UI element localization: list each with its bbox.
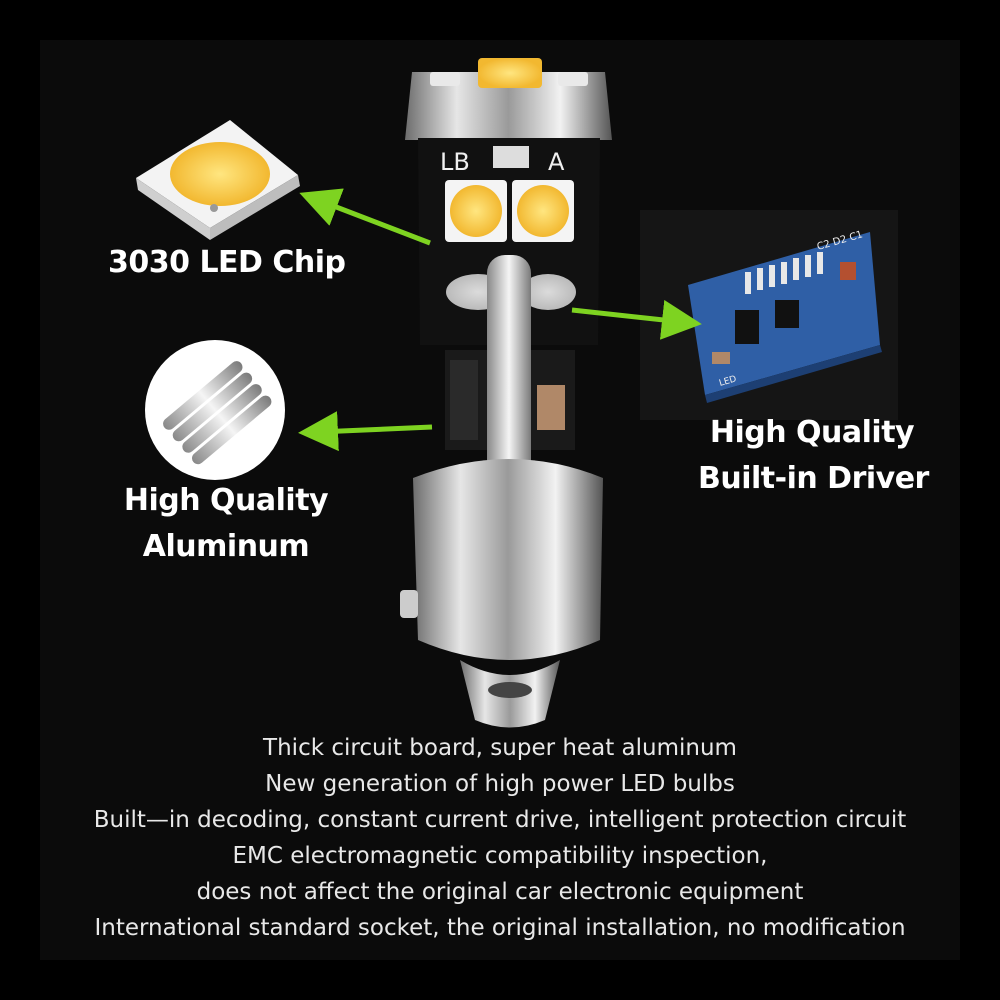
callout-aluminum: High Quality Aluminum — [118, 478, 334, 570]
callout-led-chip: 3030 LED Chip — [108, 240, 346, 286]
callout-driver-line2: Built-in Driver — [698, 461, 929, 496]
feature-line: Built—in decoding, constant current driv… — [93, 807, 907, 833]
aluminum-rods-illustration — [145, 340, 285, 480]
led-chip-illustration — [136, 120, 300, 240]
feature-description: Thick circuit board, super heat aluminum… — [40, 730, 960, 946]
callout-led-chip-label: 3030 LED Chip — [108, 245, 346, 280]
callout-driver: High Quality Built-in Driver — [698, 410, 929, 502]
socket-base — [400, 459, 603, 728]
arrow-aluminum — [298, 411, 433, 452]
feature-line: Thick circuit board, super heat aluminum — [263, 735, 737, 761]
bulb-body — [445, 255, 575, 485]
arrow-chip — [299, 188, 431, 246]
callout-driver-line1: High Quality — [709, 415, 915, 450]
feature-line: does not affect the original car electro… — [196, 879, 804, 905]
circuit-board: LB A — [418, 138, 600, 345]
driver-mark-bottom: LED — [718, 374, 738, 388]
feature-line: EMC electromagnetic compatibility inspec… — [232, 843, 768, 869]
arrow-driver — [571, 299, 702, 340]
driver-board-illustration: C2 D2 C1 LED — [640, 210, 898, 420]
callout-aluminum-line2: Aluminum — [142, 529, 310, 564]
feature-line: International standard socket, the origi… — [94, 915, 906, 941]
board-mark-right: A — [548, 148, 565, 176]
bulb-top-cap — [405, 58, 612, 140]
board-mark-left: LB — [440, 148, 470, 176]
callout-aluminum-line1: High Quality — [123, 483, 329, 518]
feature-line: New generation of high power LED bulbs — [265, 771, 735, 797]
